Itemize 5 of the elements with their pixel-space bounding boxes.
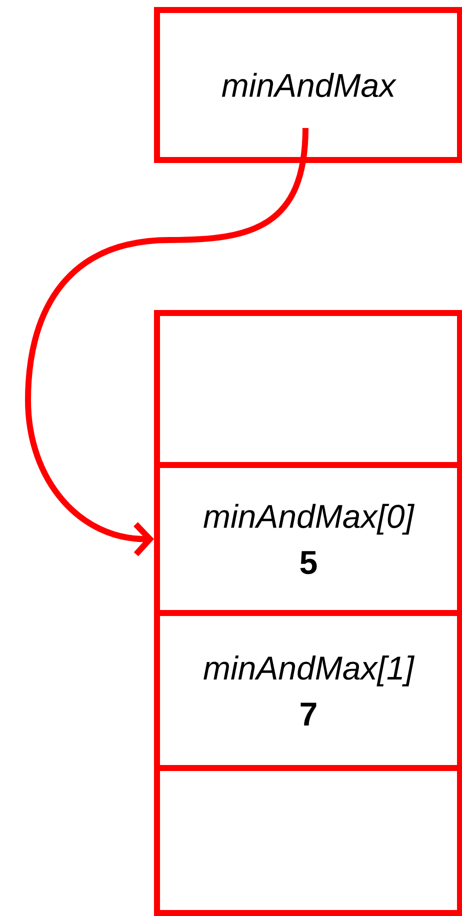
curved-arrow bbox=[25, 128, 308, 556]
variable-box: minAndMax bbox=[154, 7, 462, 163]
memory-cell: minAndMax[0] 5 bbox=[154, 462, 462, 616]
memory-cell bbox=[154, 765, 462, 916]
memory-cell: minAndMax[1] 7 bbox=[154, 610, 462, 771]
